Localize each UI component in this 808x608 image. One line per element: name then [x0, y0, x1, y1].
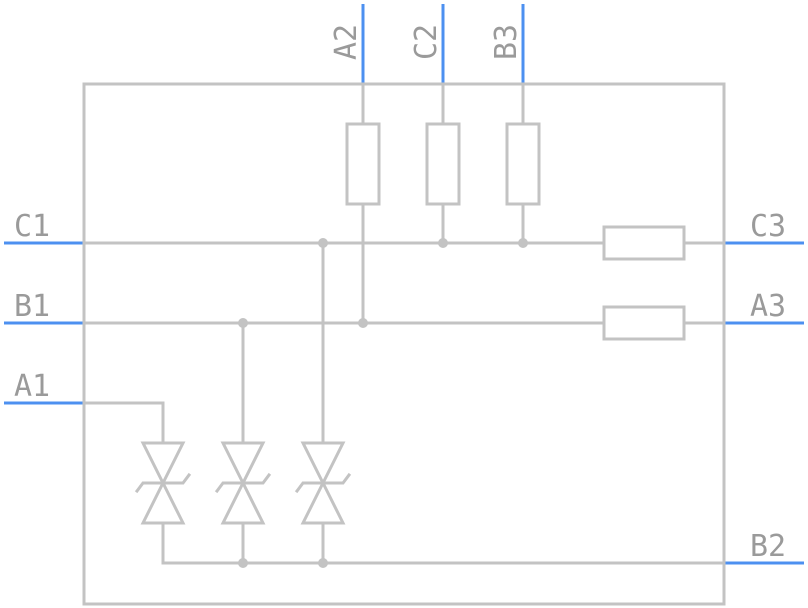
junction-dot: [318, 558, 328, 568]
pin-label-b3: B3: [489, 24, 524, 60]
pin-label-c1: C1: [14, 209, 50, 244]
tvs-diode-c1: [294, 241, 352, 565]
pin-label-a3: A3: [750, 289, 786, 324]
resistor-b3: [505, 122, 541, 206]
junction-dot: [318, 238, 328, 248]
resistor-a3: [602, 305, 686, 341]
pin-label-b1: B1: [14, 289, 50, 324]
resistor-c2: [425, 122, 461, 206]
junction-dot: [358, 318, 368, 328]
resistor-a2: [345, 122, 381, 206]
pin-label-c3: C3: [750, 209, 786, 244]
pin-label-b2: B2: [750, 529, 786, 564]
component-body: [82, 82, 726, 606]
junction-dot: [238, 318, 248, 328]
pin-label-a2: A2: [329, 24, 364, 60]
pin-label-a1: A1: [14, 369, 50, 404]
resistor-c3: [602, 225, 686, 261]
junction-dot: [438, 238, 448, 248]
tvs-diode-a1: [134, 401, 192, 565]
junction-dot: [518, 238, 528, 248]
pin-label-c2: C2: [409, 24, 444, 60]
tvs-diode-b1: [214, 321, 272, 565]
junction-dot: [238, 558, 248, 568]
